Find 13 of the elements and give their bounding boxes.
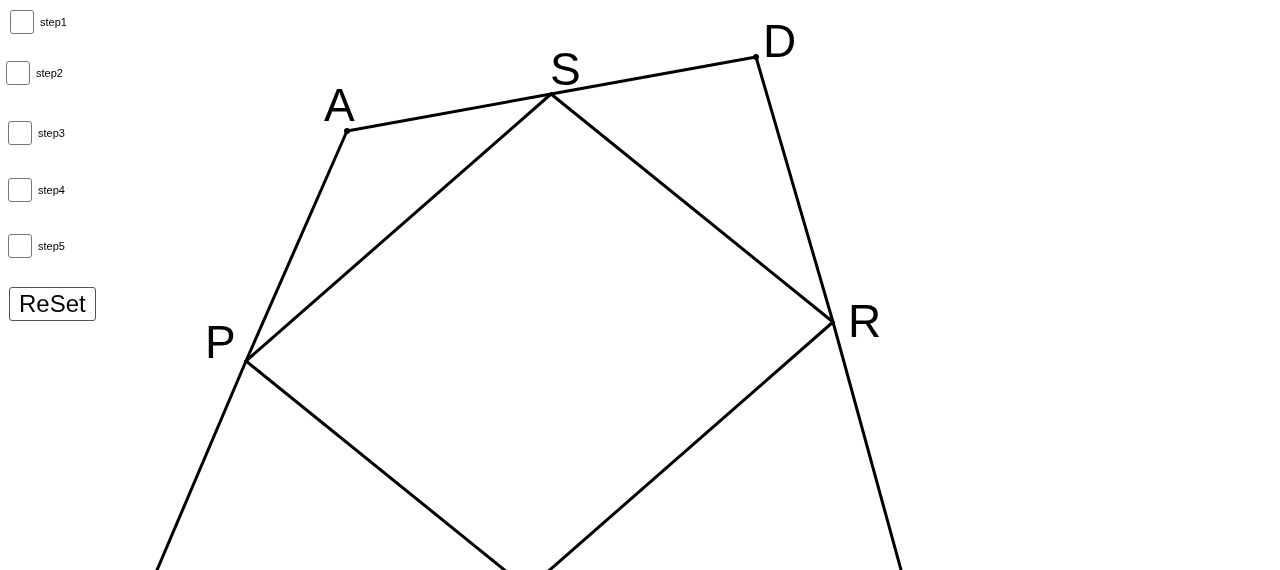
checkbox-label: step5 [38,240,65,253]
point-label: S [550,46,581,92]
checkbox-label: step1 [40,16,67,29]
point-label: D [763,18,797,64]
line-segment [244,92,553,363]
point-label: R [848,298,882,344]
point-label: P [205,319,236,365]
reset-button: ReSet [9,287,96,321]
checkbox-label: step4 [38,184,65,197]
point-label: A [324,82,355,128]
checkbox-label: step2 [36,67,63,80]
line-segment [549,92,835,324]
checkbox-label: step3 [38,127,65,140]
